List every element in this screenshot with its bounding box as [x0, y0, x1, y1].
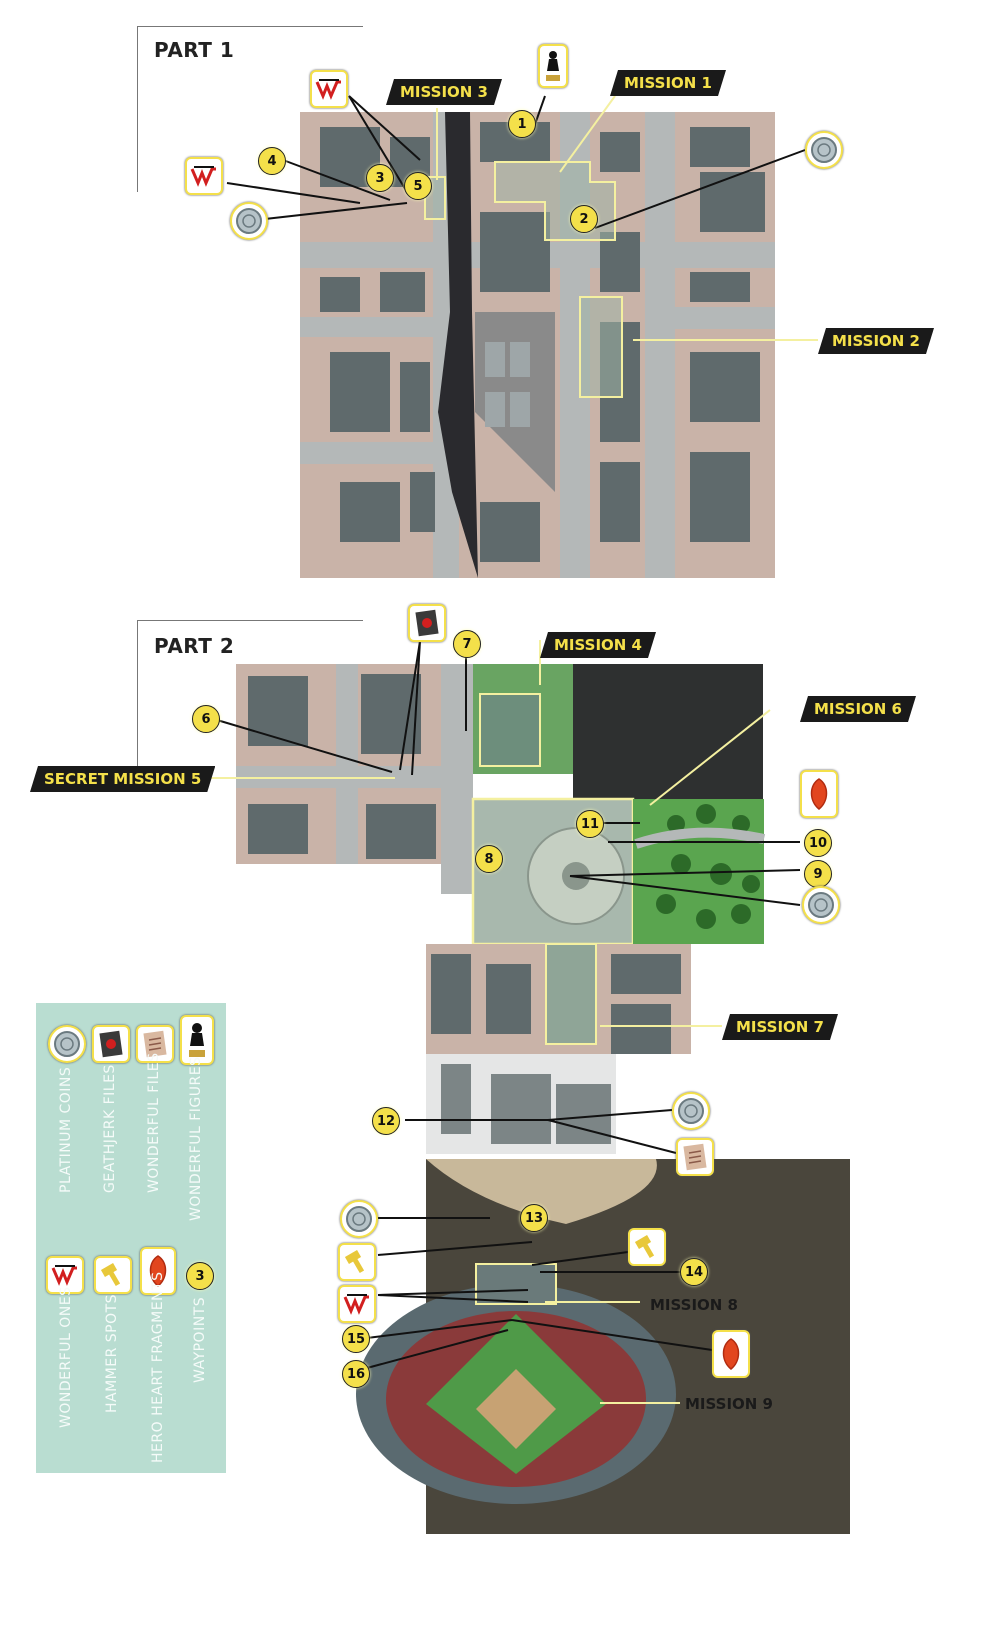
platinum-coin-icon: [48, 1025, 86, 1063]
mission-2-label: MISSION 2: [818, 328, 934, 354]
secret-mission-5-label: SECRET MISSION 5: [30, 766, 215, 792]
legend-panel: PLATINUM COINS GEATHJERK FILES WONDERFUL…: [36, 1003, 226, 1473]
hammer-icon: [94, 1256, 132, 1294]
mission-7-label: MISSION 7: [722, 1014, 838, 1040]
platinum-coin-icon: [230, 202, 268, 240]
geathjerk-file-icon: [408, 604, 446, 642]
waypoint-16: 16: [342, 1360, 370, 1388]
waypoint-10: 10: [804, 829, 832, 857]
platinum-coin-icon: [802, 886, 840, 924]
legend-label-geathjerk-files: GEATHJERK FILES: [102, 1064, 118, 1193]
legend-label-wonderful-figures: WONDERFUL FIGURES: [188, 1056, 204, 1221]
legend-label-platinum-coins: PLATINUM COINS: [58, 1066, 74, 1193]
mission-9-label: MISSION 9: [685, 1395, 773, 1413]
geathjerk-file-icon: [92, 1025, 130, 1063]
part2-map: [236, 664, 850, 1534]
part1-leader-lines: [226, 95, 818, 341]
wonderful-ones-icon: [310, 70, 348, 108]
legend-label-waypoints: WAYPOINTS: [192, 1296, 208, 1383]
part1-frame: [137, 26, 363, 192]
waypoint-6: 6: [192, 705, 220, 733]
waypoint-7: 7: [453, 630, 481, 658]
waypoint-4: 4: [258, 147, 286, 175]
waypoint-icon: 3: [186, 1262, 214, 1290]
hammer-icon: [338, 1243, 376, 1281]
part1-map-graphic: [300, 112, 775, 578]
waypoint-2: 2: [570, 205, 598, 233]
waypoint-14: 14: [680, 1258, 708, 1286]
waypoint-5: 5: [404, 172, 432, 200]
mission-6-label: MISSION 6: [800, 696, 916, 722]
wonderful-figure-icon: [180, 1015, 214, 1065]
part2-map-graphic: [236, 664, 850, 1534]
wonderful-ones-icon: [338, 1285, 376, 1323]
waypoint-8: 8: [475, 845, 503, 873]
heart-fragment-icon: [800, 770, 838, 818]
mission-1-label: MISSION 1: [610, 70, 726, 96]
heart-fragment-icon: [140, 1247, 176, 1295]
mission-3-label: MISSION 3: [386, 79, 502, 105]
mission-4-label: MISSION 4: [540, 632, 656, 658]
platinum-coin-icon: [340, 1200, 378, 1238]
platinum-coin-icon: [805, 131, 843, 169]
mission-8-label: MISSION 8: [650, 1296, 738, 1314]
part2-title: PART 2: [154, 634, 235, 658]
wonderful-ones-icon: [46, 1256, 84, 1294]
legend-label-hero-heart-fragments: HERO HEART FRAGMENTS: [150, 1271, 166, 1463]
platinum-coin-icon: [672, 1092, 710, 1130]
legend-label-wonderful-ones: WONDERFUL ONES: [58, 1286, 74, 1428]
heart-fragment-icon: [712, 1330, 750, 1378]
waypoint-9: 9: [804, 860, 832, 888]
hammer-icon: [628, 1228, 666, 1266]
waypoint-3: 3: [366, 164, 394, 192]
waypoint-1: 1: [508, 110, 536, 138]
wonderful-file-icon: [676, 1138, 714, 1176]
legend-label-hammer-spots: HAMMER SPOTS: [104, 1293, 120, 1413]
part1-title: PART 1: [154, 38, 235, 62]
waypoint-11: 11: [576, 810, 604, 838]
wonderful-ones-icon: [185, 157, 223, 195]
wonderful-figure-icon: [538, 44, 568, 88]
part2-leader-lines: [200, 640, 801, 1404]
legend-label-wonderful-files: WONDERFUL FILES: [146, 1052, 162, 1193]
waypoint-15: 15: [342, 1325, 370, 1353]
wonderful-file-icon: [136, 1025, 174, 1063]
part2-frame: [137, 620, 363, 781]
waypoint-13: 13: [520, 1204, 548, 1232]
waypoint-12: 12: [372, 1107, 400, 1135]
part1-map: [300, 112, 775, 578]
